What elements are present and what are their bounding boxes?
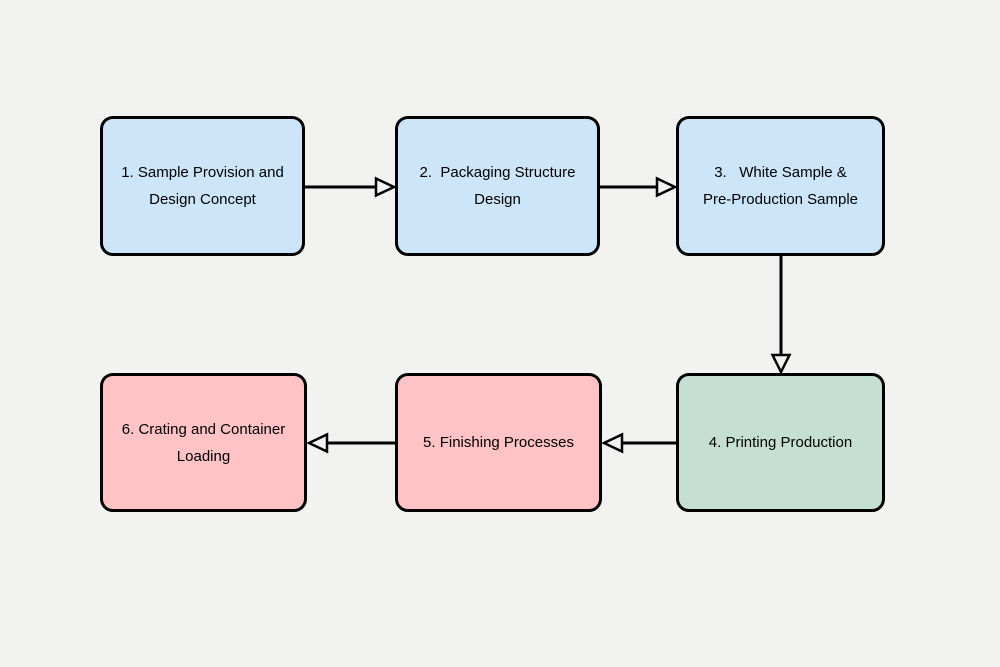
flow-node-step-1: 1. Sample Provision and Design Concept	[100, 116, 305, 256]
flow-node-step-6: 6. Crating and Container Loading	[100, 373, 307, 512]
arrowhead-right-icon	[655, 176, 678, 198]
arrowhead-left-icon	[306, 432, 329, 454]
flow-node-label: 2. Packaging Structure Design	[419, 164, 576, 208]
flow-node-label: 1. Sample Provision and Design Concept	[121, 164, 284, 208]
flow-node-step-5: 5. Finishing Processes	[395, 373, 602, 512]
flow-node-label: 3. White Sample & Pre-Production Sample	[702, 164, 859, 208]
flow-node-step-3: 3. White Sample & Pre-Production Sample	[676, 116, 885, 256]
flow-node-step-2: 2. Packaging Structure Design	[395, 116, 600, 256]
edge-step5-to-step6	[306, 432, 397, 454]
edge-step1-to-step2	[303, 176, 397, 198]
flow-node-label: 4. Printing Production	[708, 434, 853, 451]
arrowhead-down-icon	[770, 353, 792, 375]
arrowhead-left-icon	[601, 432, 624, 454]
edge-step4-to-step5	[601, 432, 678, 454]
edge-step2-to-step3	[598, 176, 678, 198]
edge-step3-to-step4	[770, 254, 792, 375]
arrowhead-right-icon	[374, 176, 397, 198]
flow-node-step-4: 4. Printing Production	[676, 373, 885, 512]
flow-node-label: 6. Crating and Container Loading	[121, 420, 286, 465]
flow-node-label: 5. Finishing Processes	[423, 434, 574, 451]
